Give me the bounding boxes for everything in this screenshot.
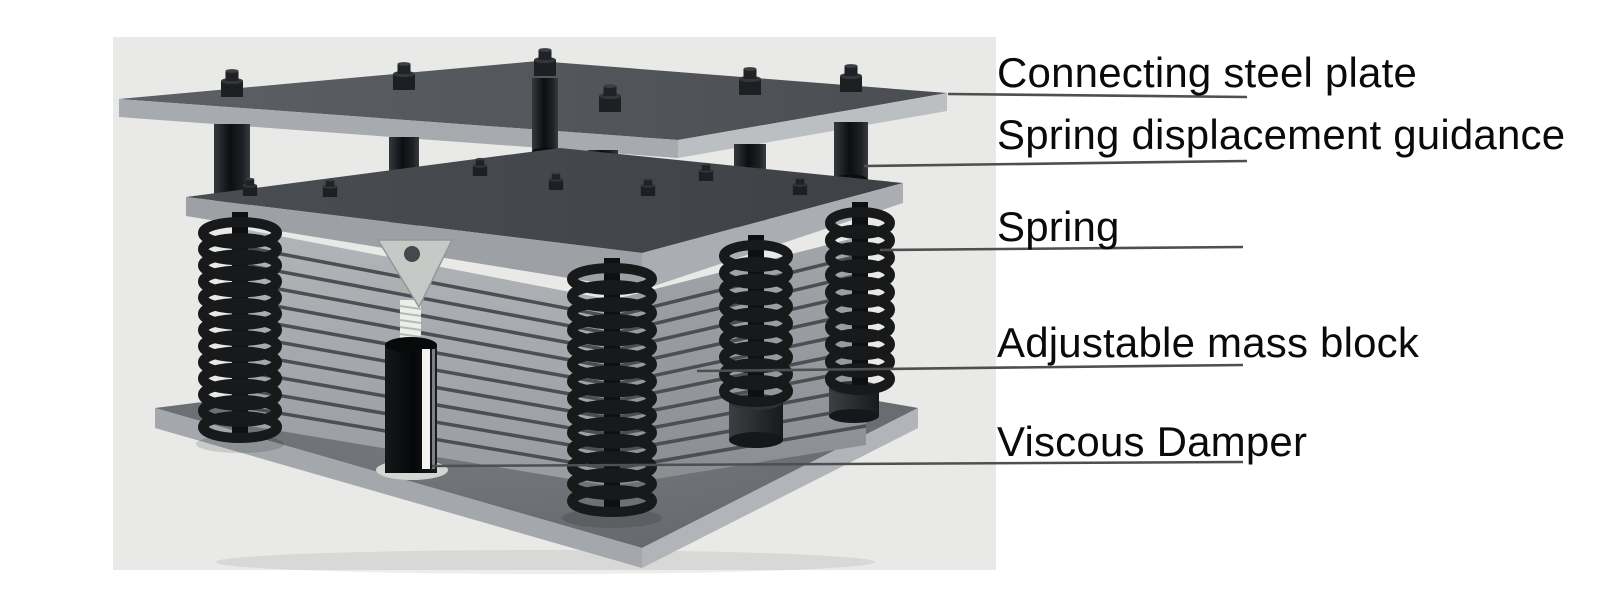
spring-seat-base xyxy=(829,409,879,423)
label-adjustable-mass-block: Adjustable mass block xyxy=(997,319,1420,366)
connecting-steel-plate-right-edge xyxy=(678,93,947,158)
label-spring-displacement-guidance: Spring displacement guidance xyxy=(997,111,1566,158)
leader-line-spring xyxy=(879,245,1244,252)
label-spring: Spring xyxy=(997,203,1120,250)
guidance-plate-top-face xyxy=(186,148,903,253)
bracket-hole xyxy=(404,246,420,262)
base-plate-right-edge xyxy=(642,408,918,568)
label-viscous-damper: Viscous Damper xyxy=(997,418,1308,465)
damper-edge-line xyxy=(432,349,435,469)
base-plate-left-edge xyxy=(155,408,642,568)
damper-highlight-stripe xyxy=(422,349,430,469)
top-plate-bolts xyxy=(221,48,862,112)
damper-hanger-bracket xyxy=(376,239,454,309)
viscous-damper-assembly xyxy=(376,239,454,480)
coil-springs xyxy=(198,202,895,517)
guidance-plate-bolts xyxy=(242,157,808,197)
coil-spring xyxy=(198,212,282,443)
label-connecting-steel-plate: Connecting steel plate xyxy=(997,49,1418,96)
coil-spring xyxy=(567,258,657,517)
spring-seat-base xyxy=(729,432,783,448)
leader-lines xyxy=(431,92,1248,468)
leader-line-connecting-steel-plate xyxy=(947,92,1248,99)
floor-shadow xyxy=(215,550,875,574)
leader-line-viscous-damper xyxy=(431,460,1244,468)
coil-spring xyxy=(825,202,895,395)
coil-spring xyxy=(719,235,793,407)
leader-line-spring-displacement-guidance xyxy=(863,159,1248,168)
guidance-plate-right-edge xyxy=(642,183,903,290)
leader-line-adjustable-mass-block xyxy=(696,363,1244,373)
